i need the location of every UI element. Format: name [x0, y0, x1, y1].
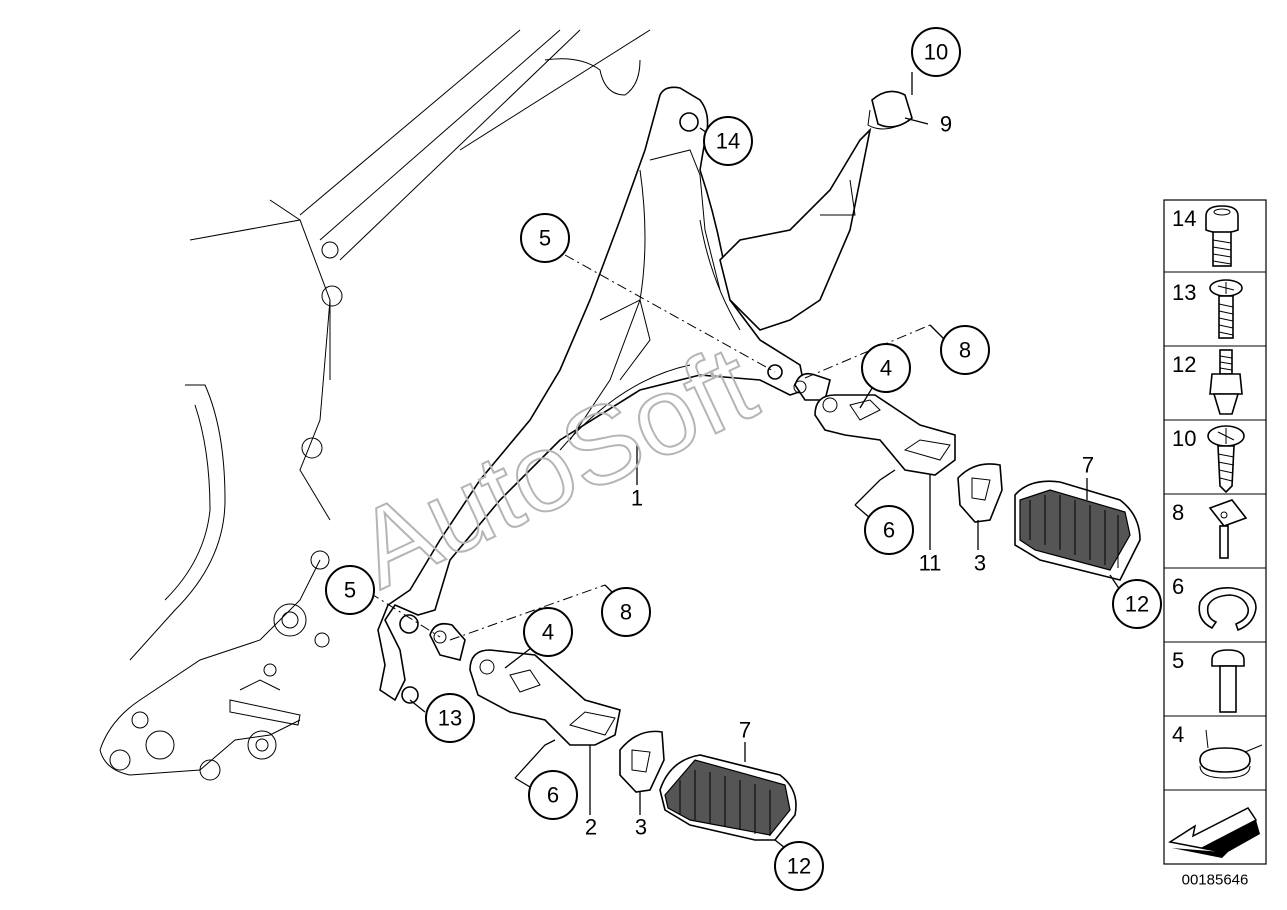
svg-text:5: 5	[539, 226, 551, 251]
legend-number: 4	[1172, 722, 1184, 747]
legend-number: 6	[1172, 574, 1184, 599]
legend-number: 13	[1172, 280, 1196, 305]
svg-text:6: 6	[883, 518, 895, 543]
callout-14: 14	[703, 116, 753, 166]
legend-number: 14	[1172, 206, 1196, 231]
callout-7-upper: 7	[1082, 453, 1094, 478]
svg-text:7: 7	[739, 718, 751, 743]
callout-7-lower: 7	[739, 718, 751, 743]
svg-text:13: 13	[438, 706, 462, 731]
callout-12-lower: 12	[774, 841, 824, 891]
legend-number: 10	[1172, 426, 1196, 451]
stud-nut-icon	[1209, 349, 1243, 415]
callout-4-lower: 4	[523, 607, 573, 657]
callout-1: 1	[631, 486, 643, 511]
legend-number: 5	[1172, 648, 1184, 673]
cross-head-screw-icon	[1207, 425, 1245, 494]
callout-11: 11	[919, 551, 942, 576]
svg-text:4: 4	[542, 620, 554, 645]
svg-text:11: 11	[919, 551, 942, 576]
upper-footpeg-assembly	[793, 372, 1141, 581]
lower-footpeg-assembly	[429, 622, 797, 841]
svg-text:AutoSoft: AutoSoft	[338, 322, 772, 612]
diagram-code: 00185646	[1182, 872, 1249, 889]
watermark: AutoSoft	[337, 321, 773, 613]
svg-text:3: 3	[635, 815, 647, 840]
legend-number: 12	[1172, 352, 1196, 377]
svg-text:12: 12	[787, 854, 811, 879]
callout-3-lower: 3	[635, 815, 647, 840]
legend-number: 8	[1172, 500, 1184, 525]
callout-12-upper: 12	[1112, 579, 1162, 629]
heel-guard	[719, 90, 913, 331]
svg-text:8: 8	[620, 600, 632, 625]
svg-text:14: 14	[716, 129, 740, 154]
callout-3-upper: 3	[974, 551, 986, 576]
svg-text:8: 8	[959, 338, 971, 363]
callout-6-upper: 6	[864, 505, 914, 555]
svg-text:3: 3	[974, 551, 986, 576]
svg-text:9: 9	[940, 112, 952, 137]
svg-text:7: 7	[1082, 453, 1094, 478]
svg-text:5: 5	[344, 578, 356, 603]
torsion-spring-icon	[1199, 729, 1263, 779]
callout-13: 13	[425, 693, 475, 743]
svg-text:1: 1	[631, 486, 643, 511]
callout-4-upper: 4	[861, 343, 911, 393]
callout-10: 10	[911, 27, 961, 77]
orientation-arrow-icon	[1168, 807, 1260, 858]
svg-text:4: 4	[880, 356, 892, 381]
legend-panel: 14 13 12 10 8 6 5 4	[1163, 199, 1267, 865]
clip-icon	[1208, 499, 1248, 559]
hex-socket-bolt-icon	[1205, 205, 1239, 267]
svg-text:10: 10	[924, 40, 948, 65]
callout-5-lower: 5	[325, 565, 375, 615]
torx-screw-icon	[1209, 279, 1243, 339]
callout-6-lower: 6	[528, 770, 578, 820]
pin-icon	[1211, 649, 1245, 713]
svg-text:12: 12	[1125, 592, 1149, 617]
callout-8-upper: 8	[940, 325, 990, 375]
callout-2: 2	[585, 815, 597, 840]
circlip-icon	[1198, 586, 1257, 632]
frame-outline	[99, 29, 651, 781]
callout-5-upper: 5	[520, 213, 570, 263]
callout-9: 9	[940, 112, 952, 137]
callout-8-lower: 8	[601, 587, 651, 637]
svg-text:2: 2	[585, 815, 597, 840]
svg-text:6: 6	[547, 783, 559, 808]
